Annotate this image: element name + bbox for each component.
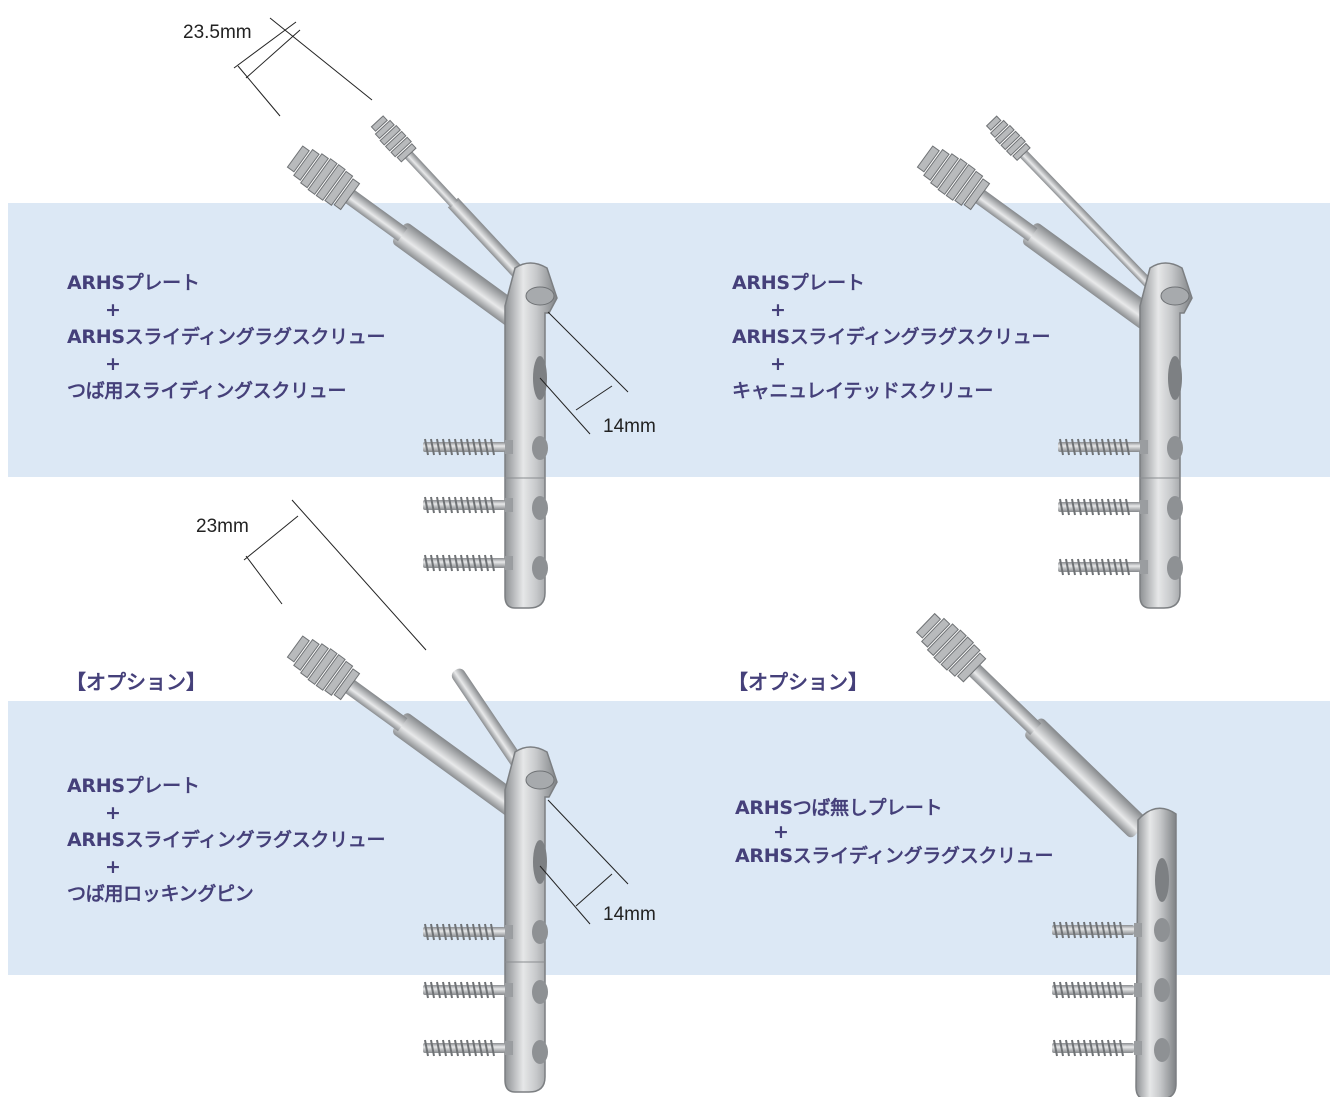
dimension-label-23-5mm: 23.5mm (183, 22, 252, 43)
config-3-plus-1: + (105, 802, 121, 824)
config-2-plus-2: + (770, 353, 786, 375)
config-3-label: ARHSプレート + ARHSスライディングラグスクリュー + つば用ロッキング… (67, 773, 386, 908)
config-4-line-1: ARHSつば無しプレート (735, 797, 943, 819)
config-1-line-2: ARHSスライディングラグスクリュー (67, 326, 386, 348)
config-2-line-1: ARHSプレート (732, 272, 865, 294)
implant-config-3 (243, 499, 629, 1093)
config-4-option-label: 【オプション】 (728, 670, 868, 694)
config-3-line-3: つば用ロッキングピン (67, 883, 254, 905)
config-3-line-1: ARHSプレート (67, 775, 200, 797)
dimension-label-14mm-bottom: 14mm (603, 904, 656, 925)
dimension-label-14mm-top: 14mm (603, 416, 656, 437)
implant-config-1 (233, 17, 629, 609)
implant-config-2 (916, 115, 1193, 609)
config-1-label: ARHSプレート + ARHSスライディングラグスクリュー + つば用スライディ… (67, 270, 386, 405)
config-1-line-1: ARHSプレート (67, 272, 200, 294)
dimension-label-23mm: 23mm (196, 516, 249, 537)
config-3-line-2: ARHSスライディングラグスクリュー (67, 829, 386, 851)
config-3-option-label: 【オプション】 (66, 670, 206, 694)
config-4-plus-1: + (773, 821, 789, 843)
config-2-line-3: キャニュレイテッドスクリュー (732, 380, 994, 402)
config-4-label: ARHSつば無しプレート + ARHSスライディングラグスクリュー (735, 796, 1054, 868)
config-4-line-2: ARHSスライディングラグスクリュー (735, 845, 1054, 867)
config-3-plus-2: + (105, 856, 121, 878)
config-2-plus-1: + (770, 299, 786, 321)
implant-config-4 (915, 612, 1177, 1097)
config-1-plus-1: + (105, 299, 121, 321)
config-1-line-3: つば用スライディングスクリュー (67, 380, 347, 402)
config-2-line-2: ARHSスライディングラグスクリュー (732, 326, 1051, 348)
config-1-plus-2: + (105, 353, 121, 375)
config-2-label: ARHSプレート + ARHSスライディングラグスクリュー + キャニュレイテッ… (732, 270, 1051, 405)
